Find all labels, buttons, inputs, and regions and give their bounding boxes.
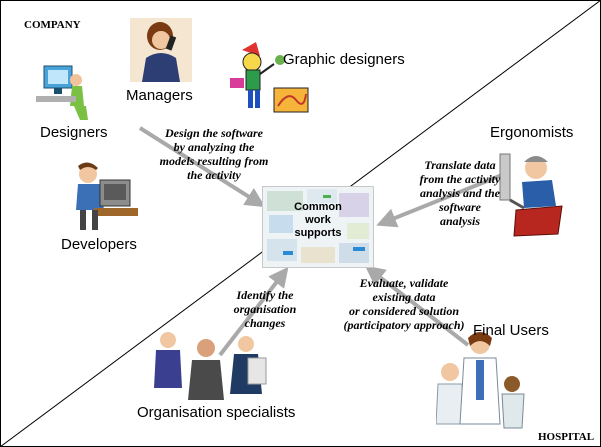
managers-label: Managers — [126, 87, 193, 104]
manager-on-phone-clipart — [130, 18, 192, 82]
hospital-region-label: HOSPITAL — [538, 431, 595, 443]
common-work-supports-label: Common work supports — [294, 201, 342, 239]
graphic-designers-label: Graphic designers — [283, 51, 405, 68]
identify-annotation: Identify the organisation changes — [233, 288, 297, 330]
arrow-designers-to-center — [138, 126, 266, 208]
screenshot-collage-icon — [267, 189, 369, 263]
doctors-clipart — [436, 332, 525, 429]
graphic-designer-clipart — [230, 42, 309, 113]
company-region-label: COMPANY — [24, 19, 81, 31]
developers-label: Developers — [61, 236, 137, 253]
arrow-final-users-to-center — [364, 265, 470, 347]
organisation-specialists-label: Organisation specialists — [137, 404, 296, 421]
translate-annotation: Translate data from the activity analysi… — [419, 158, 501, 228]
common-work-supports-box: Common work supports — [262, 186, 374, 268]
designers-label: Designers — [40, 124, 108, 141]
developer-at-computer-clipart — [76, 162, 138, 230]
arrow-ergonomists-to-center — [376, 173, 503, 228]
design-annotation: Design the software by analyzing the mod… — [159, 126, 269, 182]
evaluate-annotation: Evaluate, validate existing data or cons… — [343, 276, 465, 332]
ergonomist-clipart — [499, 153, 563, 237]
final-users-label: Final Users — [473, 322, 549, 339]
arrow-org-specialists-to-center — [218, 266, 289, 357]
designer-at-computer-clipart — [36, 65, 88, 120]
ergonomists-label: Ergonomists — [490, 124, 574, 141]
business-people-clipart — [154, 332, 267, 400]
